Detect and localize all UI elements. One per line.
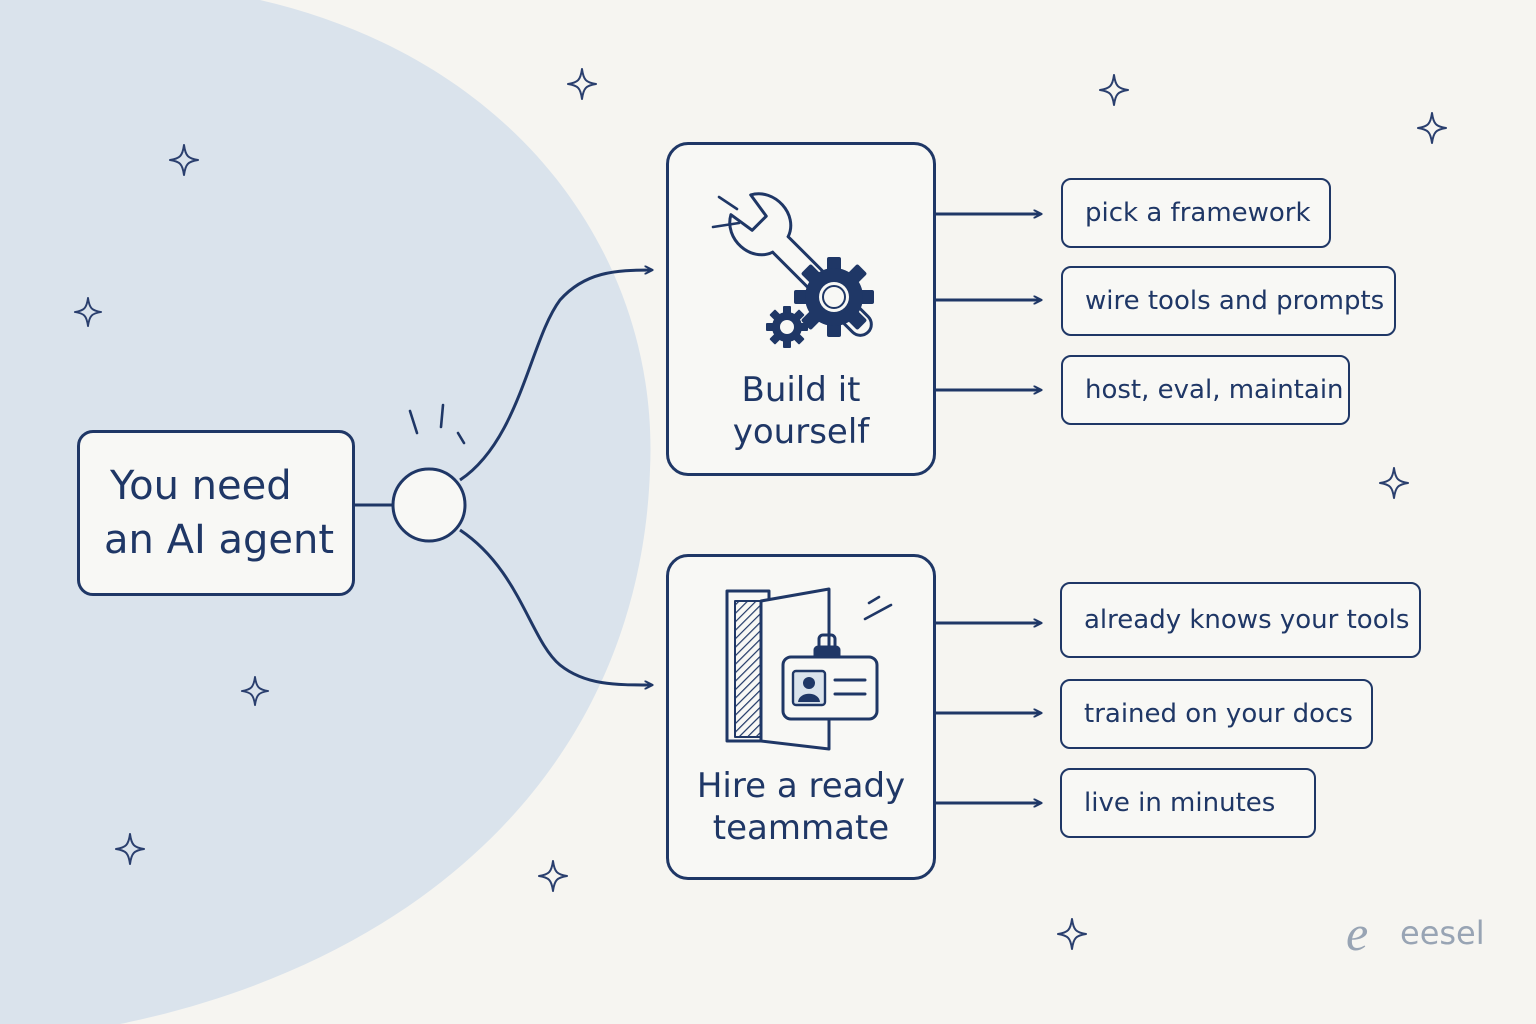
hire-step-2: trained on your docs (1060, 679, 1373, 749)
tools-illustration (711, 192, 874, 348)
start-text-line1: You need (110, 463, 292, 509)
build-step-3: host, eval, maintain (1061, 355, 1350, 425)
brand-logo: e eesel (1344, 908, 1485, 958)
sparkle-icon (1379, 467, 1409, 499)
badge-icon (781, 633, 879, 721)
brand-name: eesel (1400, 914, 1485, 952)
sparkle-icon (538, 860, 568, 892)
option-build-label-line2: yourself (732, 412, 870, 452)
sparkle-icon (1417, 112, 1447, 144)
gear-icon (794, 257, 874, 337)
hire-step-3: live in minutes (1060, 768, 1316, 838)
option-hire-box: Hire a ready teammate (666, 554, 936, 880)
option-hire-label-line2: teammate (712, 808, 890, 848)
option-build-label-line1: Build it (741, 370, 861, 410)
sparkle-icon (1099, 74, 1129, 106)
hire-step-1: already knows your tools (1060, 582, 1421, 658)
branch-node (391, 467, 467, 543)
start-box: You need an AI agent (77, 430, 355, 596)
gear-icon (766, 306, 808, 348)
sparkle-icon (567, 68, 597, 100)
door-badge-illustration (725, 587, 893, 751)
motion-lines (863, 595, 893, 621)
option-build-box: Build it yourself (666, 142, 936, 476)
svg-text:e: e (1346, 908, 1368, 958)
emphasis-ticks (408, 403, 466, 445)
option-hire-label: Hire a ready teammate (669, 765, 933, 849)
build-step-2: wire tools and prompts (1061, 266, 1396, 336)
option-build-label: Build it yourself (669, 369, 933, 453)
build-step-1: pick a framework (1061, 178, 1331, 248)
start-text-line2: an AI agent (104, 517, 334, 563)
motion-lines (711, 195, 741, 229)
brand-mark-icon: e (1346, 908, 1368, 958)
sparkle-icon (1057, 918, 1087, 950)
branch-arrow-hire (459, 528, 652, 685)
branch-arrow-build (459, 270, 652, 482)
option-hire-label-line1: Hire a ready (696, 766, 906, 806)
